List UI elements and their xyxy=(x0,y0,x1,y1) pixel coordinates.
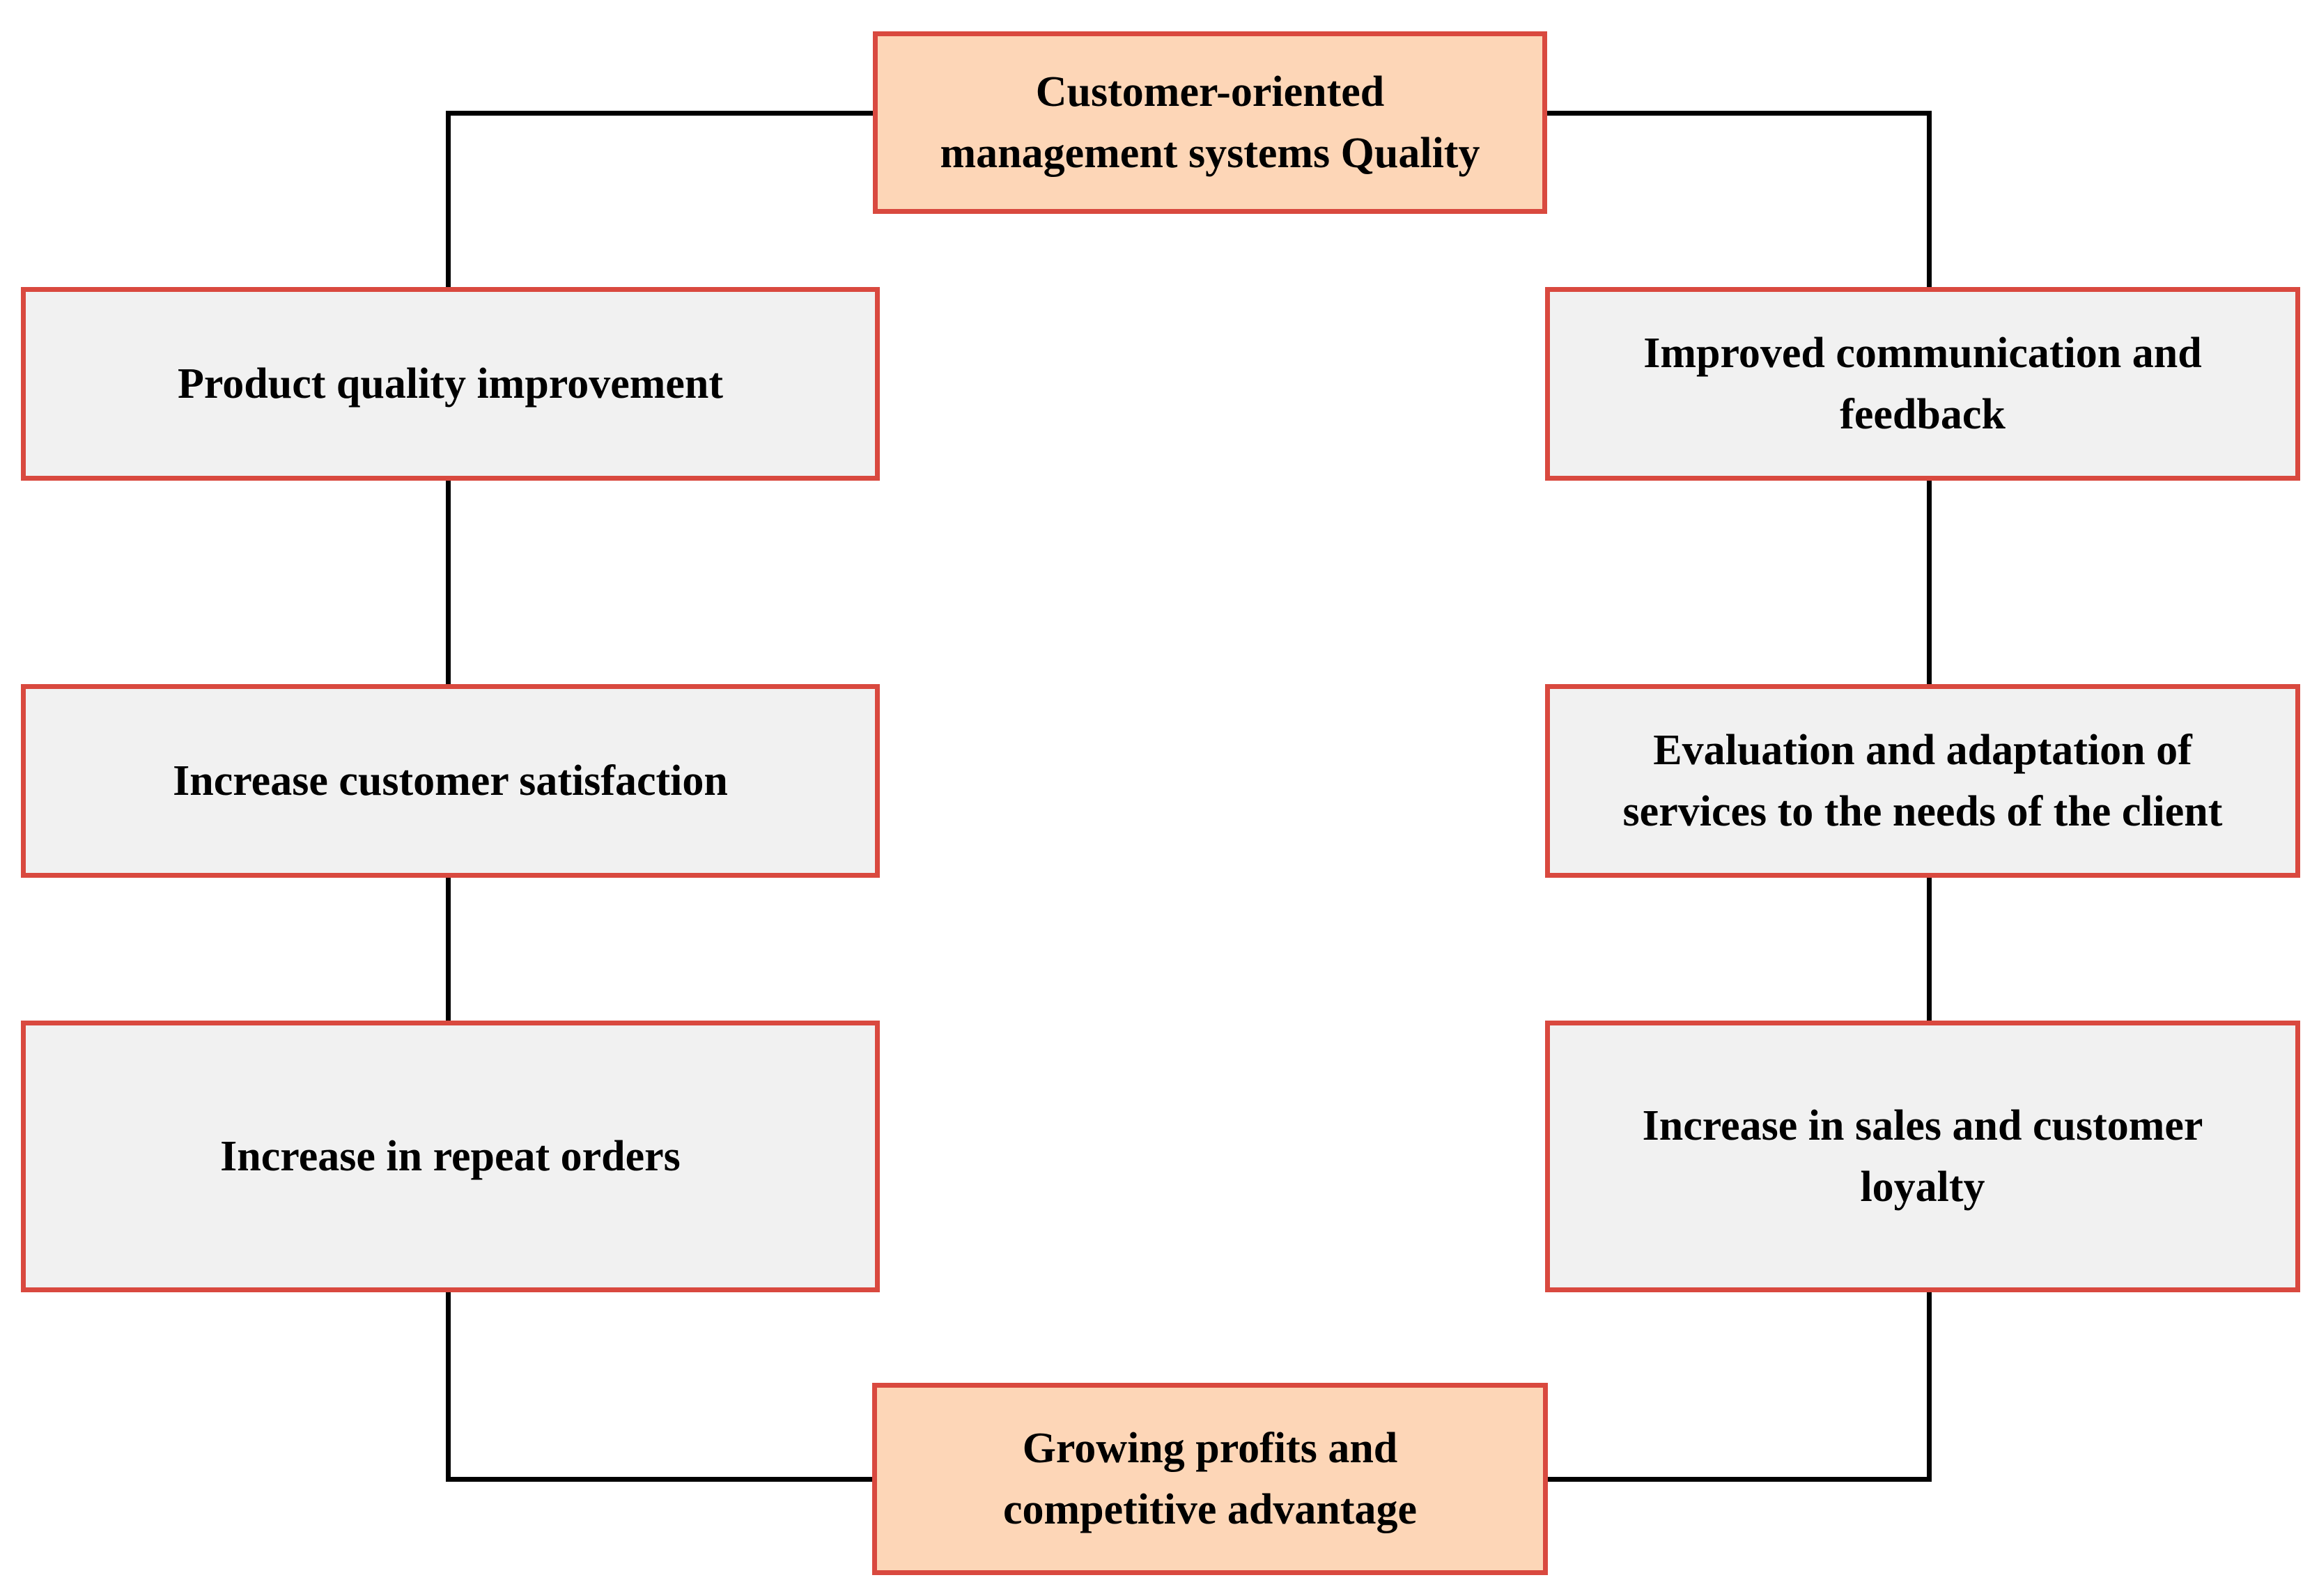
connector-top-to-left-column xyxy=(446,111,873,116)
node-product-quality-improvement: Product quality improvement xyxy=(21,287,880,481)
connector-left-column-to-bottom xyxy=(446,1477,872,1482)
node-evaluation-adaptation-services: Evaluation and adaptation of services to… xyxy=(1545,684,2300,878)
node-label: Customer-oriented management systems Qua… xyxy=(940,68,1480,177)
node-increase-customer-satisfaction: Increase customer satisfaction xyxy=(21,684,880,878)
node-increase-repeat-orders: Increase in repeat orders xyxy=(21,1021,880,1292)
node-label: Product quality improvement xyxy=(177,359,724,408)
node-label: Improved communication and feedback xyxy=(1643,329,2202,438)
node-label: Growing profits and competitive advantag… xyxy=(1002,1424,1418,1533)
node-growing-profits-competitive-advantage: Growing profits and competitive advantag… xyxy=(872,1383,1548,1575)
node-label: Increase in sales and customer loyalty xyxy=(1642,1101,2203,1211)
node-customer-oriented-quality: Customer-oriented management systems Qua… xyxy=(873,31,1547,214)
node-increase-sales-customer-loyalty: Increase in sales and customer loyalty xyxy=(1545,1021,2300,1292)
node-label: Increase customer satisfaction xyxy=(173,757,728,805)
connector-right-column-to-bottom xyxy=(1548,1477,1932,1482)
node-label: Increase in repeat orders xyxy=(220,1132,681,1180)
node-label: Evaluation and adaptation of services to… xyxy=(1622,726,2223,835)
node-improved-communication-feedback: Improved communication and feedback xyxy=(1545,287,2300,481)
connector-top-to-right-column xyxy=(1547,111,1932,116)
